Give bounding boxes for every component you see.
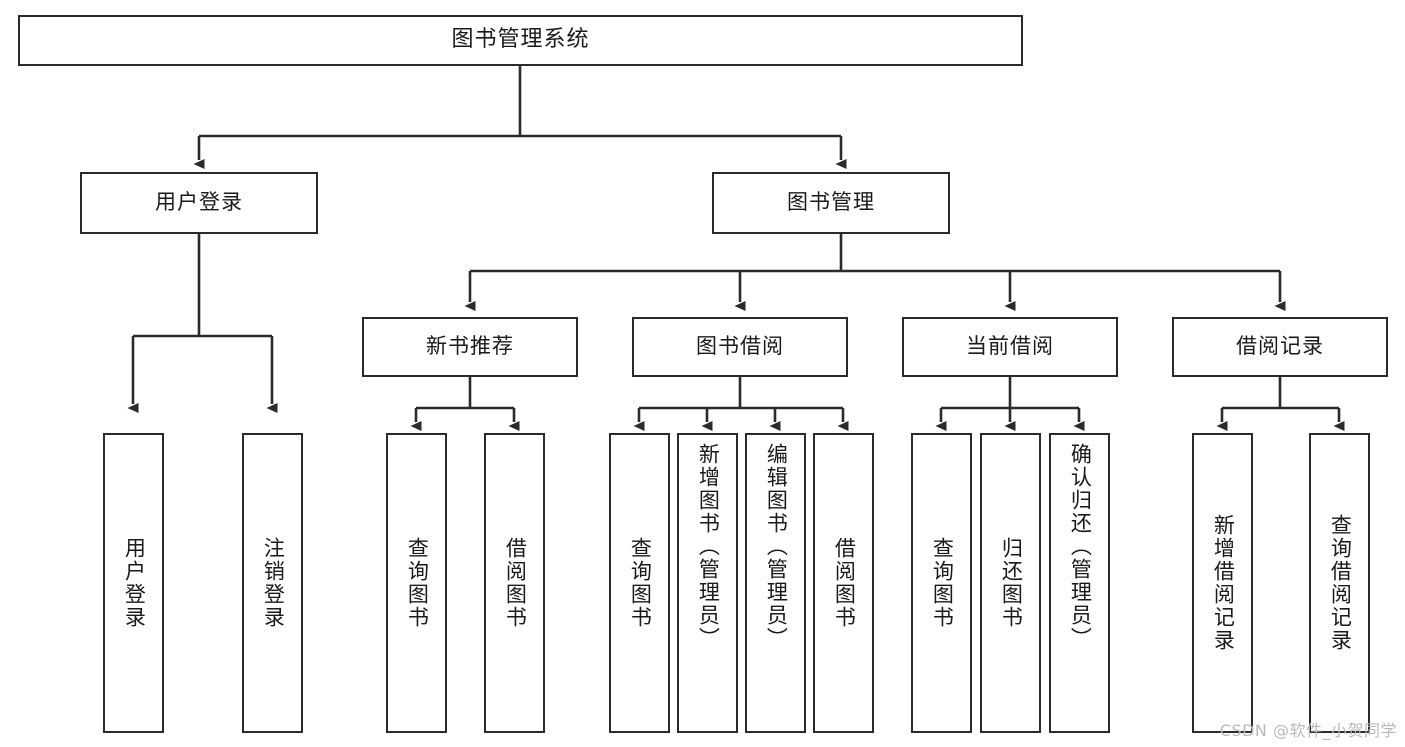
leaf-add-borrow-record[interactable]: 新增借阅记录	[1192, 433, 1253, 733]
node-label: 用户登录	[155, 190, 243, 215]
node-new-book-recommend[interactable]: 新书推荐	[362, 317, 578, 377]
node-book-management[interactable]: 图书管理	[712, 172, 950, 234]
leaf-label: 确认归还（管理员）	[1068, 443, 1093, 650]
leaf-borrow-book-recommend[interactable]: 借阅图书	[484, 433, 545, 733]
node-root-system[interactable]: 图书管理系统	[18, 15, 1023, 66]
leaf-label: 用户登录	[122, 537, 147, 629]
leaf-add-book[interactable]: 新增图书（管理员）	[677, 433, 738, 733]
leaf-query-book-current[interactable]: 查询图书	[911, 433, 972, 733]
node-borrow-record[interactable]: 借阅记录	[1172, 317, 1388, 377]
leaf-query-borrow-record[interactable]: 查询借阅记录	[1309, 433, 1370, 733]
leaf-query-book-recommend[interactable]: 查询图书	[386, 433, 447, 733]
leaf-label: 新增图书（管理员）	[696, 443, 721, 650]
leaf-label: 查询图书	[628, 537, 653, 629]
leaf-edit-book[interactable]: 编辑图书（管理员）	[745, 433, 806, 733]
leaf-confirm-return[interactable]: 确认归还（管理员）	[1049, 433, 1110, 733]
leaf-label: 借阅图书	[503, 537, 528, 629]
leaf-label: 新增借阅记录	[1211, 514, 1236, 652]
node-label: 图书管理系统	[451, 27, 590, 53]
leaf-user-login[interactable]: 用户登录	[103, 433, 164, 733]
leaf-label: 查询图书	[930, 537, 955, 629]
watermark: CSDN @软件_小贺同学	[1219, 721, 1397, 740]
leaf-borrow-book-borrow[interactable]: 借阅图书	[813, 433, 874, 733]
node-current-borrow[interactable]: 当前借阅	[902, 317, 1118, 377]
leaf-label: 查询借阅记录	[1328, 514, 1353, 652]
leaf-label: 注销登录	[261, 537, 286, 629]
node-label: 新书推荐	[426, 334, 514, 359]
leaf-label: 编辑图书（管理员）	[764, 443, 789, 650]
leaf-label: 查询图书	[405, 537, 430, 629]
leaf-query-book-borrow[interactable]: 查询图书	[609, 433, 670, 733]
node-label: 借阅记录	[1236, 334, 1324, 359]
leaf-label: 归还图书	[999, 537, 1024, 629]
node-book-borrow[interactable]: 图书借阅	[632, 317, 848, 377]
leaf-logout-login[interactable]: 注销登录	[242, 433, 303, 733]
node-label: 当前借阅	[966, 334, 1054, 359]
node-user-login[interactable]: 用户登录	[80, 172, 318, 234]
leaf-label: 借阅图书	[832, 537, 857, 629]
node-label: 图书借阅	[696, 334, 784, 359]
leaf-return-book[interactable]: 归还图书	[980, 433, 1041, 733]
node-label: 图书管理	[787, 190, 875, 215]
